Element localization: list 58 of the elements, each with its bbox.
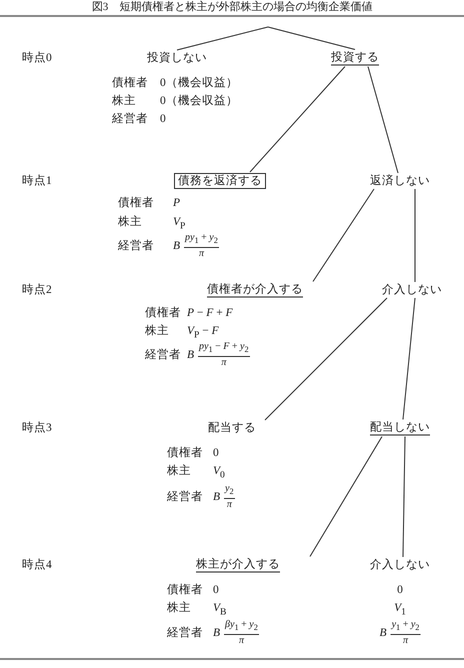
branch-line bbox=[310, 436, 382, 557]
decision-label: 株主が介入する bbox=[196, 558, 280, 572]
payoff-value: V$_{P}$ bbox=[173, 215, 186, 234]
decision-label: 投資する bbox=[331, 50, 379, 66]
branch-line bbox=[264, 298, 388, 420]
player-label: 経営者 bbox=[145, 348, 181, 362]
payoff-value: 0（機会収益） bbox=[160, 94, 238, 108]
payoff-value: 0 bbox=[397, 583, 403, 597]
player-label: 経営者 bbox=[167, 490, 203, 504]
decision-label: 投資しない bbox=[147, 51, 207, 65]
payoff-value: 0（機会収益） bbox=[160, 76, 238, 90]
player-label: 株主 bbox=[167, 464, 191, 478]
player-label: 株主 bbox=[112, 94, 136, 108]
player-label: 債権者 bbox=[167, 583, 203, 597]
player-label: 株主 bbox=[167, 601, 191, 615]
payoff-value: 0 bbox=[160, 112, 166, 126]
player-label: 株主 bbox=[145, 324, 169, 338]
time-label: 時点2 bbox=[22, 283, 52, 297]
branch-line bbox=[368, 66, 398, 174]
fraction-formula: B py$_{1}$ − F + y$_{2}$ π bbox=[187, 341, 250, 369]
branch-line bbox=[312, 188, 374, 282]
fraction-formula: B βy$_{1}$ + y$_{2}$ π bbox=[213, 619, 259, 647]
payoff-value: V$_{P}$ − F bbox=[187, 324, 219, 342]
payoff-value: 0 bbox=[213, 583, 219, 597]
player-label: 債権者 bbox=[118, 196, 154, 210]
fraction-formula: B py$_{1}$ + y$_{2}$ π bbox=[173, 232, 219, 260]
branch-line bbox=[268, 26, 356, 50]
player-label: 経営者 bbox=[167, 626, 203, 640]
payoff-value: V$_{1}$ bbox=[394, 601, 406, 620]
payoff-value: V$_{B}$ bbox=[213, 601, 226, 620]
decision-label: 介入しない bbox=[370, 558, 430, 572]
decision-label: 配当しない bbox=[370, 420, 430, 436]
branch-line bbox=[414, 188, 416, 282]
branch-line bbox=[402, 298, 416, 420]
payoff-value: P − F + F bbox=[187, 306, 233, 320]
payoff-value: V$_{0}$ bbox=[213, 464, 225, 482]
time-label: 時点0 bbox=[22, 51, 52, 65]
decision-label: 介入しない bbox=[382, 283, 442, 297]
player-label: 債権者 bbox=[167, 446, 203, 460]
figure-title: 図3 短期債権者と株主が外部株主の場合の均衡企業価値 bbox=[90, 0, 374, 14]
branch-line bbox=[250, 66, 346, 172]
payoff-value: P bbox=[173, 196, 180, 210]
time-label: 時点4 bbox=[22, 558, 52, 572]
decision-box: 債務を返済する bbox=[174, 173, 266, 189]
decision-label: 配当する bbox=[208, 421, 256, 435]
decision-label: 債権者が介入する bbox=[207, 282, 303, 298]
player-label: 債権者 bbox=[112, 76, 148, 90]
player-label: 経営者 bbox=[112, 112, 148, 126]
branch-line bbox=[402, 436, 406, 558]
decision-label: 返済しない bbox=[370, 174, 430, 188]
time-label: 時点3 bbox=[22, 421, 52, 435]
branch-line bbox=[176, 26, 268, 50]
player-label: 経営者 bbox=[118, 239, 154, 253]
player-label: 株主 bbox=[118, 215, 142, 229]
player-label: 債権者 bbox=[145, 306, 181, 320]
payoff-value: 0 bbox=[213, 446, 219, 460]
fraction-formula: B y$_{1}$ + y$_{2}$ π bbox=[380, 619, 420, 647]
time-label: 時点1 bbox=[22, 174, 52, 188]
